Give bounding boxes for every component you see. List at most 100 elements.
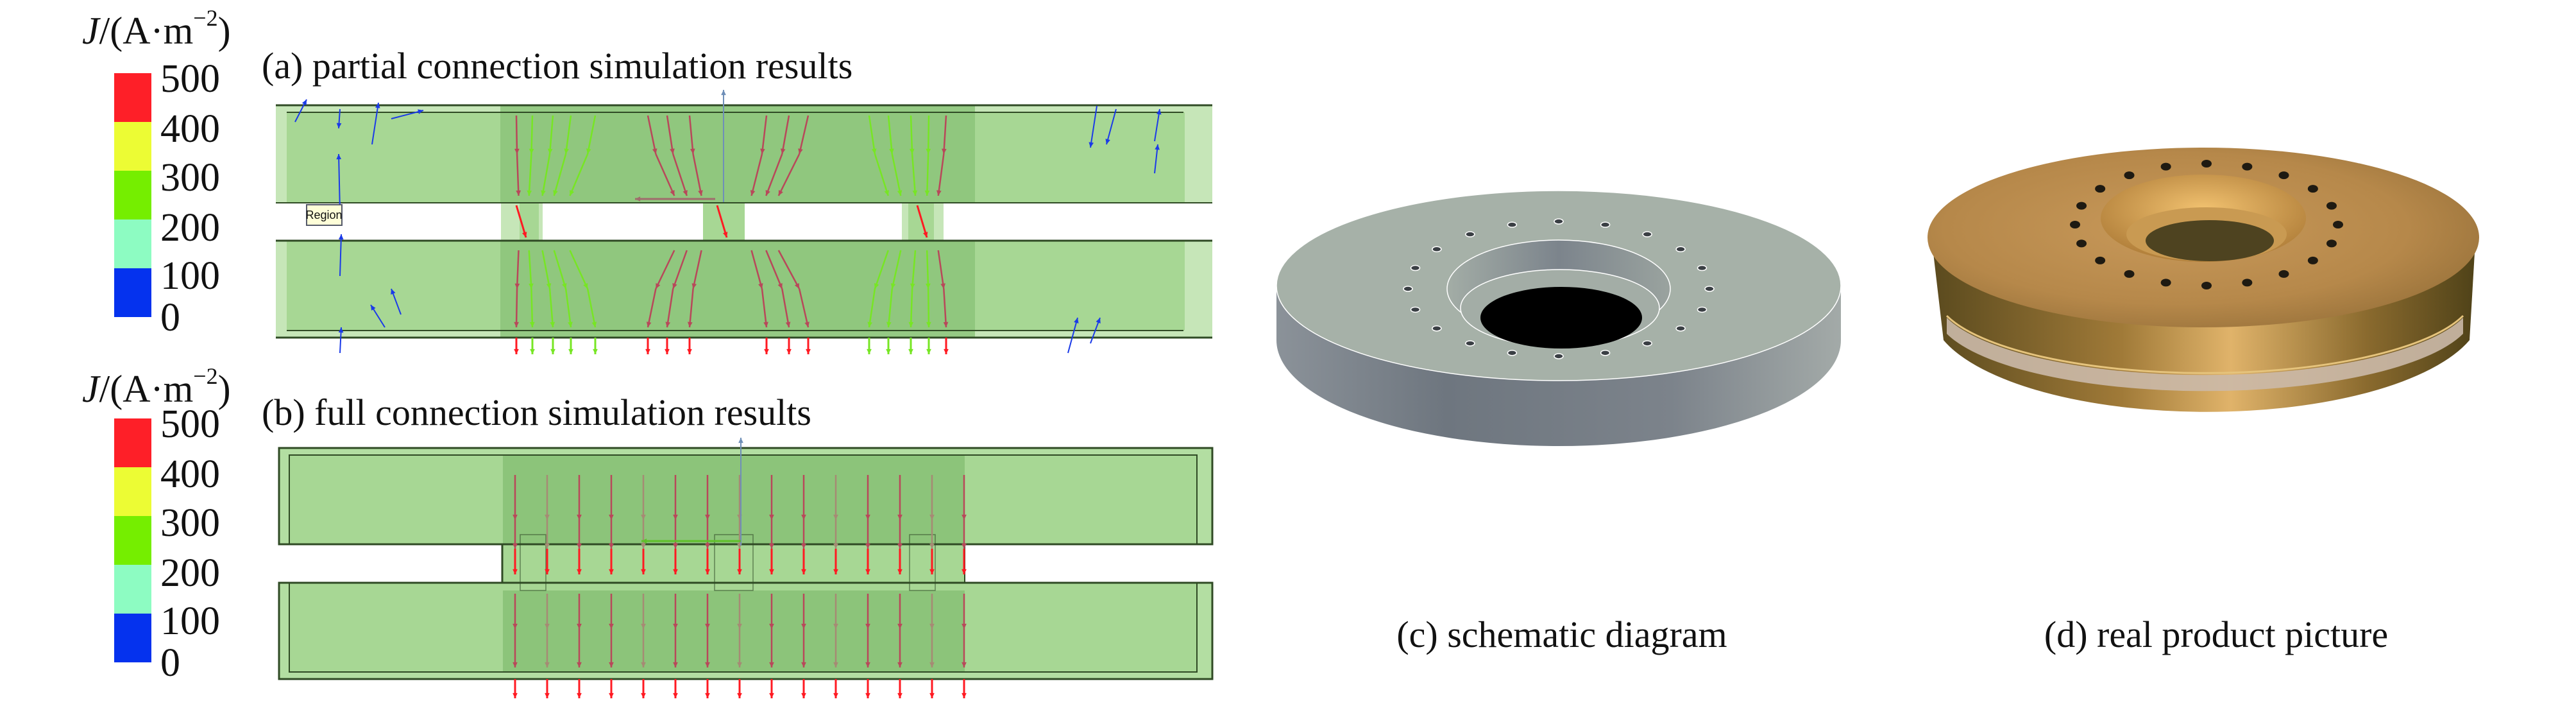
current-vector-head xyxy=(897,190,902,196)
legend-unit: /(A·m xyxy=(99,368,194,410)
current-vector xyxy=(761,115,768,155)
current-vector-head xyxy=(737,662,742,667)
bolt-hole xyxy=(2160,162,2171,171)
current-vectors-b xyxy=(513,438,967,698)
current-vector-head xyxy=(871,148,877,154)
current-vector-head xyxy=(910,283,915,289)
current-vector-head xyxy=(962,662,967,667)
current-vector-head xyxy=(897,569,902,574)
legend-unit: /(A·m xyxy=(99,10,194,52)
current-vector-head xyxy=(513,514,518,520)
current-vector-head xyxy=(737,569,742,574)
current-vector-head xyxy=(940,283,945,289)
bolt-hole xyxy=(1697,306,1707,313)
current-vector-head xyxy=(529,283,534,289)
tick-label: 400 xyxy=(160,107,220,151)
current-vector-head xyxy=(570,190,575,196)
colorbar-band xyxy=(114,171,151,220)
current-vector xyxy=(765,250,783,289)
current-vector xyxy=(927,288,930,328)
current-vector-head xyxy=(665,322,671,327)
legend-exponent: −2 xyxy=(193,363,218,389)
current-vector xyxy=(868,288,876,328)
panel-a-title: (a) partial connection simulation result… xyxy=(262,45,853,87)
product-bolt-holes xyxy=(2070,160,2343,289)
bolt-hole xyxy=(2201,160,2212,168)
current-vector xyxy=(692,153,702,196)
current-vector-head xyxy=(778,190,783,196)
disc-center-hole xyxy=(1480,287,1642,349)
legend-var: J xyxy=(82,368,99,410)
current-vector-head xyxy=(763,322,768,327)
bolt-hole xyxy=(1675,246,1686,253)
current-vector xyxy=(516,153,520,196)
panel-d-product-photo xyxy=(1928,148,2479,412)
current-vector xyxy=(887,115,894,155)
current-vector-head xyxy=(962,623,967,629)
current-vector-head xyxy=(926,349,931,354)
current-vector xyxy=(781,288,790,328)
current-vector-head xyxy=(760,148,765,154)
legend-b-title: J/(A·m−2) xyxy=(82,365,231,408)
current-vector-head xyxy=(929,662,935,667)
current-vector xyxy=(798,288,809,328)
bolt-hole xyxy=(2307,256,2318,264)
current-vector-head xyxy=(890,283,896,289)
current-vector-head xyxy=(673,514,678,520)
current-vector-head xyxy=(545,662,550,667)
current-vector xyxy=(777,153,801,196)
current-vector-head xyxy=(833,543,838,549)
panel-c-schematic xyxy=(1276,190,1842,446)
current-vector-head xyxy=(737,693,742,698)
top-plate-contact-zone xyxy=(500,106,975,202)
current-vector xyxy=(765,153,783,196)
current-vector-head xyxy=(798,148,803,154)
bolt-hole xyxy=(1410,264,1421,271)
tick-label: 400 xyxy=(160,452,220,496)
current-vector-head xyxy=(514,283,520,289)
current-vector-head xyxy=(577,662,582,667)
bolt-hole xyxy=(2201,282,2212,289)
current-vector xyxy=(761,288,768,328)
current-vector-head xyxy=(641,693,646,698)
current-vector xyxy=(553,250,567,289)
current-vector-head xyxy=(889,148,894,154)
current-vector-head xyxy=(609,569,614,574)
current-vector-head xyxy=(926,148,931,154)
current-vector xyxy=(569,153,589,196)
panel-d-caption: (d) real product picture xyxy=(2044,614,2389,655)
current-vector xyxy=(781,115,790,155)
current-vector-head xyxy=(865,514,870,520)
current-vector-head xyxy=(785,322,791,327)
current-vector-head xyxy=(673,662,678,667)
current-vector-head xyxy=(908,349,913,354)
current-vector xyxy=(647,115,657,155)
legend-suffix: ) xyxy=(217,368,231,410)
current-vector-head xyxy=(641,662,646,667)
legend-suffix: ) xyxy=(217,10,231,52)
current-vector-head xyxy=(944,349,949,354)
current-vector xyxy=(1154,108,1160,142)
current-vector-head xyxy=(375,103,380,108)
current-vector-head xyxy=(530,349,535,354)
current-vector-head xyxy=(897,662,902,667)
current-vector xyxy=(569,250,589,289)
current-vector-head xyxy=(513,623,518,629)
current-vector-head xyxy=(338,234,344,240)
current-vector-head xyxy=(336,154,342,160)
bolt-hole xyxy=(1465,231,1475,237)
panel-b-title: (b) full connection simulation results xyxy=(262,392,811,433)
current-vector-head xyxy=(665,349,670,354)
current-vector xyxy=(1067,317,1078,354)
current-vector xyxy=(564,115,572,155)
current-vector-head xyxy=(801,543,806,549)
tick-label: 200 xyxy=(160,551,220,595)
current-vector-head xyxy=(641,569,646,574)
current-vector-head xyxy=(1089,142,1094,148)
current-vector-head xyxy=(884,190,889,196)
current-vector-head xyxy=(550,322,555,327)
bolt-hole xyxy=(1642,340,1652,347)
current-vector xyxy=(937,153,945,196)
current-vector-head xyxy=(1155,144,1160,150)
current-vector-head xyxy=(545,693,550,698)
